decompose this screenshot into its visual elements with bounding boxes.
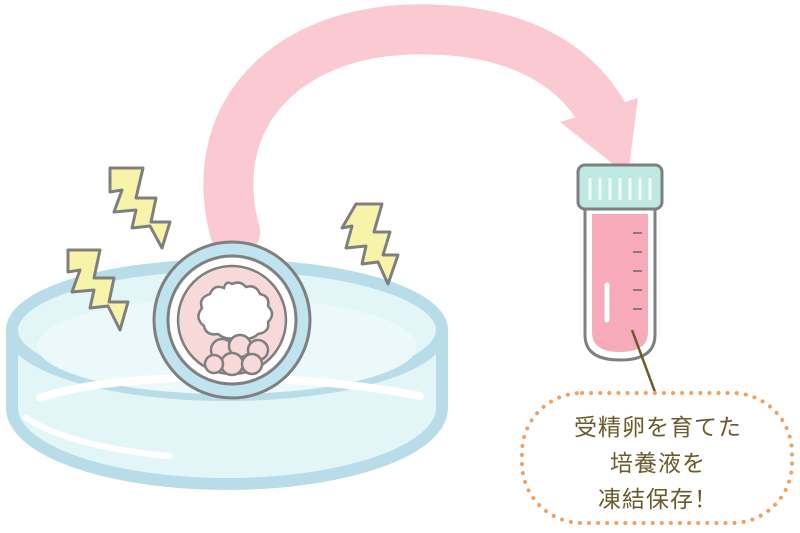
callout-pointer: [630, 329, 657, 393]
callout-line: 凍結保存！: [598, 487, 718, 513]
callout-line: 受精卵を育てた: [574, 415, 742, 441]
lightning-bolt-icon: [66, 248, 130, 332]
callout-line: 培養液を: [610, 451, 706, 477]
inner-cell-mass: [203, 333, 270, 377]
curved-arrow-icon: [203, 4, 638, 257]
tube-graduations: [633, 232, 642, 310]
embryo: [152, 240, 312, 400]
callout-text: 受精卵を育てた 培養液を 凍結保存！: [538, 410, 778, 518]
lightning-bolt-icon: [340, 202, 400, 286]
callout-bubble: [520, 391, 794, 525]
cryo-tube: [576, 163, 664, 362]
lightning-bolt-icon: [108, 166, 172, 250]
